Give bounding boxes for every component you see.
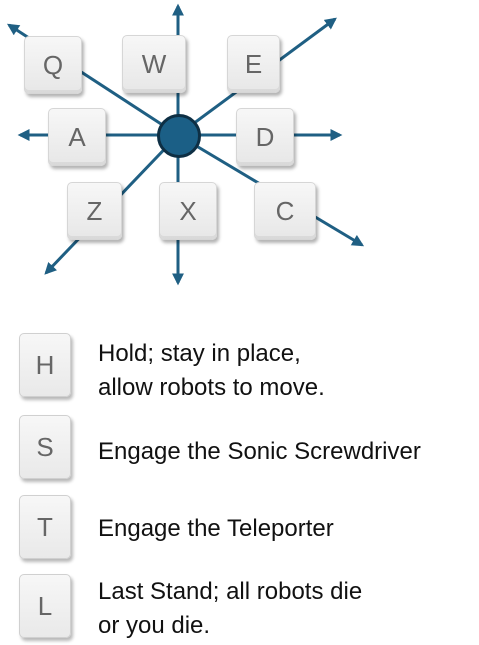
key-c[interactable]: C bbox=[254, 182, 316, 240]
key-s[interactable]: S bbox=[19, 415, 71, 479]
key-label: W bbox=[141, 48, 167, 79]
legend-desc-sonic: Engage the Sonic Screwdriver bbox=[98, 435, 421, 469]
center-node bbox=[157, 114, 201, 158]
legend-line: Engage the Sonic Screwdriver bbox=[98, 438, 421, 465]
legend-line: Engage the Teleporter bbox=[98, 515, 334, 542]
key-label: Z bbox=[86, 195, 103, 226]
legend-key-label: L bbox=[37, 590, 53, 621]
key-label: A bbox=[68, 121, 86, 152]
key-label: X bbox=[179, 195, 197, 226]
key-d[interactable]: D bbox=[236, 108, 294, 166]
key-x[interactable]: X bbox=[159, 182, 217, 240]
key-a[interactable]: A bbox=[48, 108, 106, 166]
legend-desc-hold: Hold; stay in place, allow robots to mov… bbox=[98, 337, 325, 405]
key-l[interactable]: L bbox=[19, 574, 71, 638]
legend-line: or you die. bbox=[98, 612, 211, 639]
legend-key-label: H bbox=[35, 349, 55, 380]
legend-desc-last-stand: Last Stand; all robots die or you die. bbox=[98, 575, 362, 643]
legend-key-label: T bbox=[37, 511, 53, 542]
key-label: D bbox=[255, 121, 275, 152]
legend-line: Hold; stay in place, bbox=[98, 340, 301, 367]
key-w[interactable]: W bbox=[122, 35, 186, 93]
legend-desc-teleport: Engage the Teleporter bbox=[98, 512, 334, 546]
key-z[interactable]: Z bbox=[67, 182, 122, 240]
legend-line: Last Stand; all robots die bbox=[98, 578, 363, 605]
key-label: C bbox=[275, 195, 295, 226]
key-label: E bbox=[244, 48, 263, 79]
key-e[interactable]: E bbox=[227, 35, 280, 93]
key-label: Q bbox=[42, 49, 64, 80]
key-q[interactable]: Q bbox=[24, 36, 82, 94]
legend-key-label: S bbox=[36, 431, 54, 462]
key-t[interactable]: T bbox=[19, 495, 71, 559]
legend-line: allow robots to move. bbox=[98, 374, 325, 401]
key-h[interactable]: H bbox=[19, 333, 71, 397]
